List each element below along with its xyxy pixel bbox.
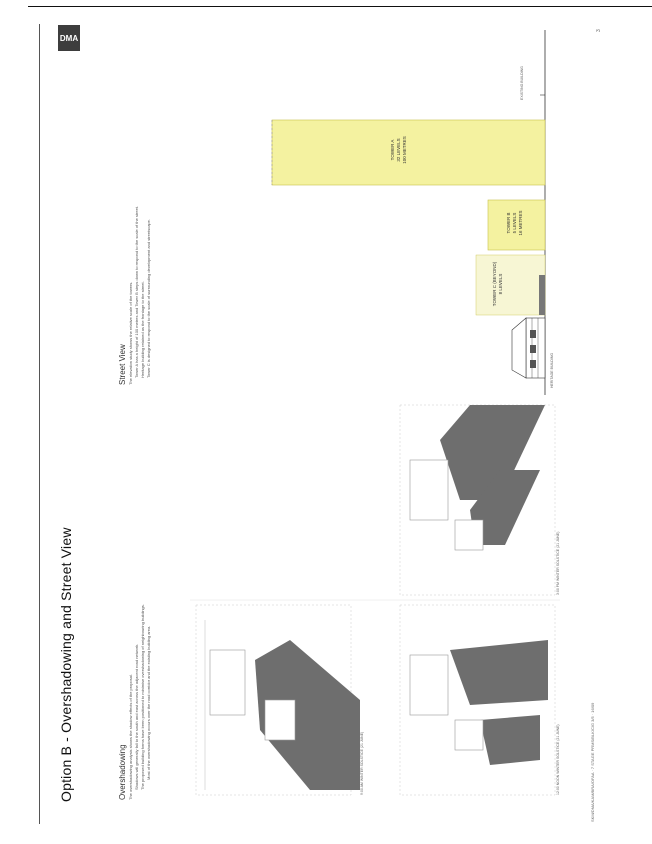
shadow-area [440, 405, 545, 500]
tower-c-levels: 8 LEVELS [498, 273, 503, 295]
title-bar [40, 24, 84, 824]
company-logo: DMA [58, 25, 80, 51]
tower-a-height: 100 METRES [402, 136, 407, 164]
shadow-diagram-noon [399, 604, 556, 796]
top-rule [28, 6, 652, 7]
building-footprint [454, 719, 484, 751]
building-footprint [454, 519, 484, 551]
page-footer: SKM/DMA/KAM/BRA/OFAA · 7 STAGE PRMS/BLK/… [590, 702, 595, 822]
shadow-diagram-9am [195, 604, 360, 796]
building-footprint [409, 654, 449, 716]
tower-b-label: TOWER B 5 LEVELS 16 METRES [506, 203, 524, 243]
building-footprint [209, 649, 246, 716]
tower-b [487, 199, 546, 251]
shadow-diagram-3pm [399, 404, 556, 596]
existing-building-label: EXISTING BUILDING [520, 66, 524, 100]
tower-b-height: 16 METRES [518, 210, 523, 236]
building-footprint [264, 699, 296, 741]
shadow-area [470, 470, 540, 545]
shadow-area [450, 640, 548, 705]
building-footprint [409, 459, 449, 521]
heritage-building-label: HERITAGE BUILDING [550, 352, 554, 388]
tower-a-label: TOWER A 32 LEVELS 100 METRES [390, 130, 408, 170]
heritage-building [511, 275, 546, 379]
diagram-frame [399, 604, 556, 796]
tower-c-label: TOWER C (BEYOND) 8 LEVELS [492, 258, 504, 310]
tower-a [271, 119, 546, 186]
left-divider [39, 24, 40, 824]
shadow-area [480, 715, 540, 765]
shadow-area [255, 640, 360, 790]
tower-c [475, 254, 546, 316]
